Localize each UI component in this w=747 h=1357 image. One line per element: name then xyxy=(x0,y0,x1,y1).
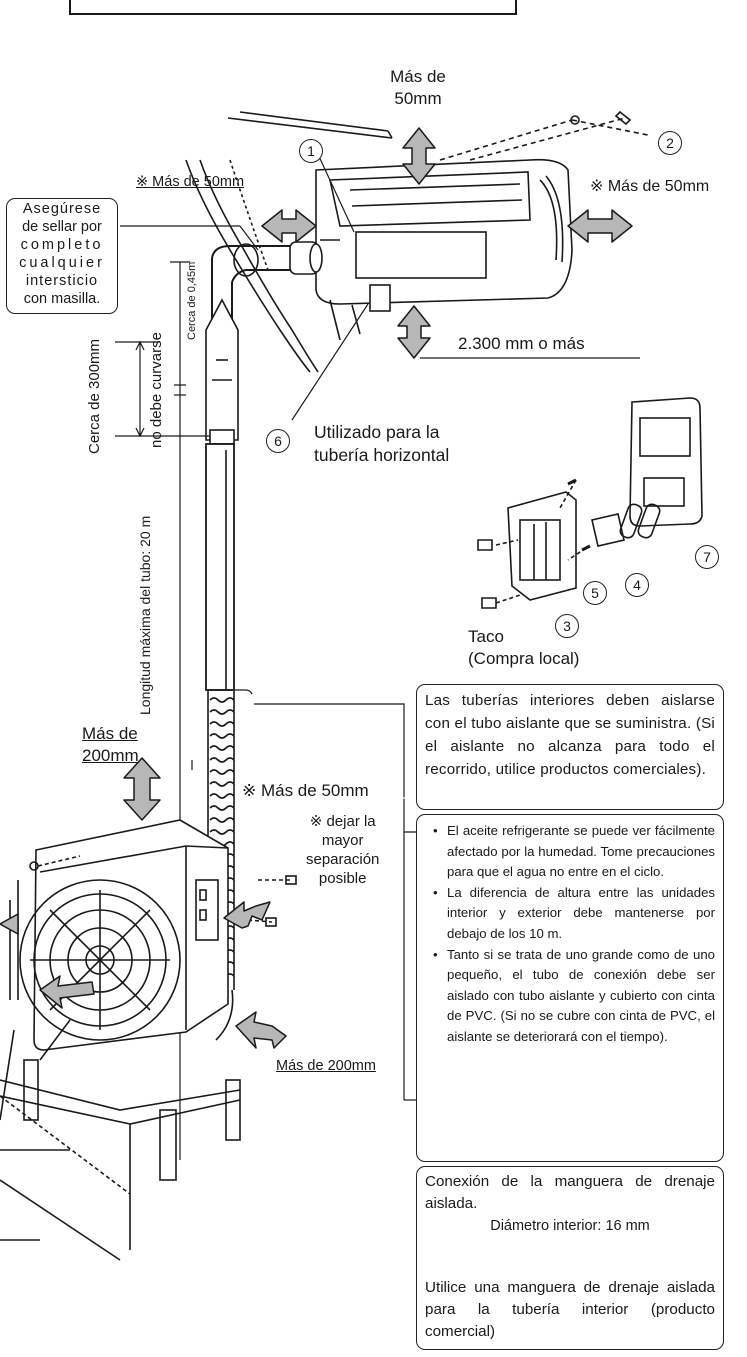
separation-line: posible xyxy=(318,870,367,887)
seal-note-line: cualquier xyxy=(19,255,105,271)
arrow-outdoor-right xyxy=(235,1011,287,1049)
precaution-note-item: Tanto si se trata de uno grande como de … xyxy=(433,945,715,1048)
insulation-note-box: Las tuberías interiores deben aislarse c… xyxy=(416,684,724,810)
separation-label: ※ dejar la mayor separación posible xyxy=(306,812,379,888)
no-curvarse-label: no debe curvarse xyxy=(148,332,165,448)
leader-lines xyxy=(120,149,640,1101)
callout-1: 1 xyxy=(299,139,323,163)
outdoor-side-label: ※ Más de 50mm xyxy=(242,781,369,800)
wall-cable xyxy=(185,159,319,373)
arrow-outdoor-side xyxy=(223,901,271,929)
remote-control-parts xyxy=(477,397,703,609)
cerca-300-label: Cerca de 300mm xyxy=(86,338,103,454)
callout-4: 4 xyxy=(625,573,649,597)
bottom-clearance-label: 2.300 mm o más xyxy=(458,334,585,353)
callout-2: 2 xyxy=(658,131,682,155)
precaution-note-item: El aceite refrigerante se puede ver fáci… xyxy=(433,821,715,883)
outdoor-unit-drawing xyxy=(0,819,297,1261)
precaution-notes-box: El aceite refrigerante se puede ver fáci… xyxy=(416,814,724,1162)
cerca-045-label: Cerca de 0,45m xyxy=(186,261,198,340)
arrow-left-clearance xyxy=(261,209,317,243)
drain-hose-spacer xyxy=(425,1237,715,1277)
callout-6: 6 xyxy=(266,429,290,453)
outdoor-front-label: Más de 200mm xyxy=(276,1058,376,1074)
right-clearance-label: ※ Más de 50mm xyxy=(590,178,710,195)
arrow-outdoor-front xyxy=(39,975,95,1009)
callout-7: 7 xyxy=(695,545,719,569)
top-clearance-label: Más de 50mm xyxy=(390,67,446,108)
left-clearance-label: ※ Más de 50mm xyxy=(136,174,245,190)
arrow-right-clearance xyxy=(567,209,633,243)
seal-note-box: Asegúrese de sellar por completo cualqui… xyxy=(6,198,118,314)
drain-hose-title: Conexión de la manguera de drenaje aisla… xyxy=(425,1173,715,1212)
arrow-outdoor-left xyxy=(0,913,19,935)
arrow-outdoor-top xyxy=(123,757,161,821)
precaution-note-item: La diferencia de altura entre las unidad… xyxy=(433,883,715,945)
seal-note-line: con masilla. xyxy=(23,291,101,307)
seal-note-line: de sellar por xyxy=(22,219,102,235)
separation-line: mayor xyxy=(321,832,364,849)
callout-5: 5 xyxy=(583,581,607,605)
arrow-bottom-clearance xyxy=(397,305,431,359)
drain-hose-box: Conexión de la manguera de drenaje aisla… xyxy=(416,1166,724,1350)
header-box-fragment xyxy=(69,0,517,15)
seal-note-line: Asegúrese xyxy=(22,201,102,217)
max-length-label: Longitud máxima del tubo: 20 m xyxy=(137,515,153,715)
drain-hose-diameter: Diámetro interior: 16 mm xyxy=(490,1218,650,1234)
indoor-unit-drawing xyxy=(315,158,573,341)
insulation-note-text: Las tuberías interiores deben aislarse c… xyxy=(425,692,715,778)
separation-line: ※ dejar la xyxy=(309,813,376,830)
arrow-top-clearance xyxy=(402,127,436,185)
outdoor-top-label: Más de 200mm xyxy=(82,724,139,765)
separation-line: separación xyxy=(306,851,380,868)
taco-label: Taco xyxy=(468,627,504,646)
ceiling-lines xyxy=(227,111,393,139)
seal-note-line: completo xyxy=(20,237,104,253)
compra-local-label: (Compra local) xyxy=(468,649,580,668)
pipe-assembly xyxy=(205,241,323,1041)
seal-note-line: intersticio xyxy=(25,273,99,289)
precaution-notes-list: El aceite refrigerante se puede ver fáci… xyxy=(431,821,715,1048)
drain-hose-text: Utilice una manguera de drenaje aislada … xyxy=(425,1279,715,1340)
horizontal-use-label: Utilizado para la tubería horizontal xyxy=(314,422,450,465)
screw-lines xyxy=(439,117,649,161)
callout-3: 3 xyxy=(555,614,579,638)
screws-top xyxy=(570,110,632,126)
